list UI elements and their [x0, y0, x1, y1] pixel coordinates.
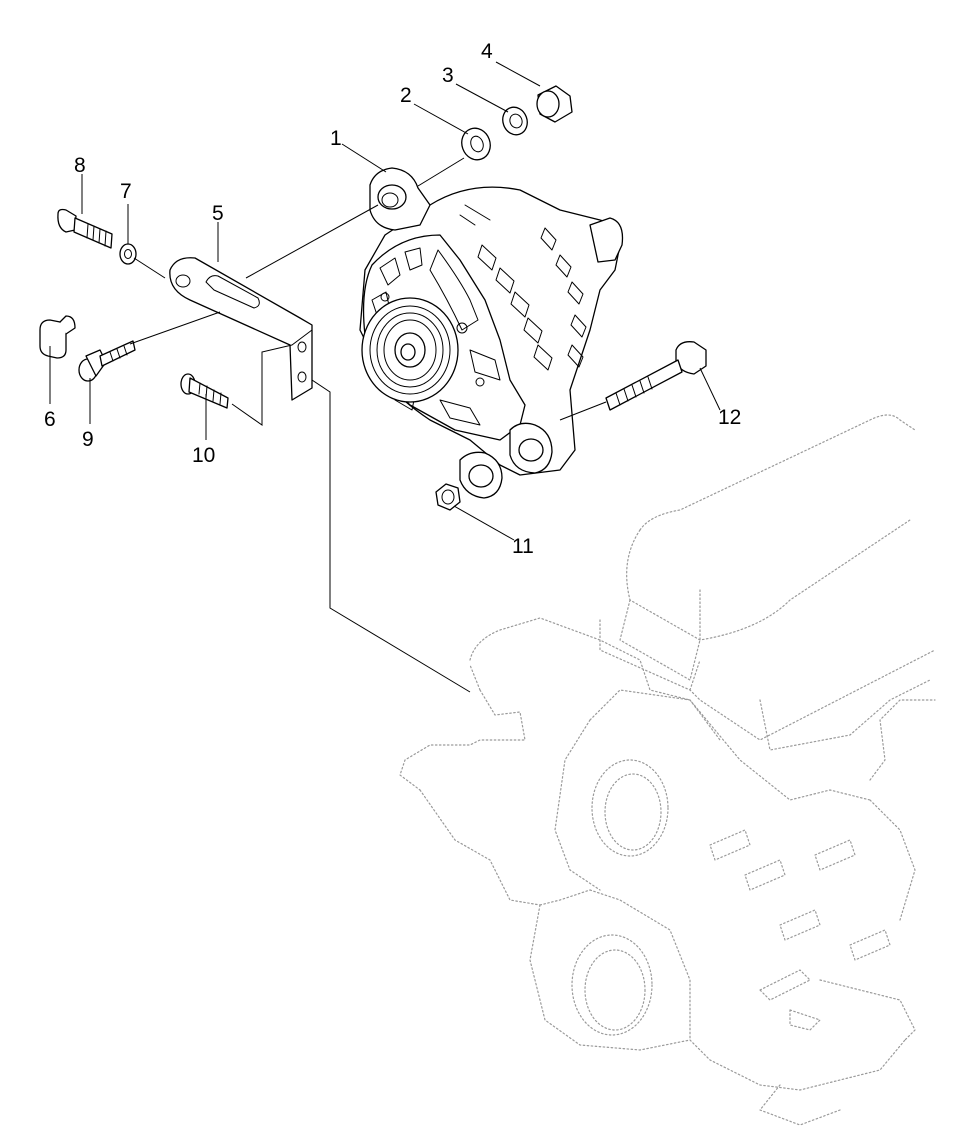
assembly-lines [129, 157, 607, 693]
callout-labels: 1 2 3 4 5 6 7 8 9 10 11 12 [44, 40, 741, 558]
callout-1: 1 [330, 127, 342, 150]
nut-part [536, 85, 573, 123]
callout-4: 4 [481, 40, 493, 63]
callout-2: 2 [400, 84, 412, 107]
bolt-part [57, 208, 113, 249]
callout-11: 11 [512, 535, 534, 558]
long-bolt-part [605, 341, 707, 411]
flange-bolt-part-10 [180, 373, 229, 409]
callout-12: 12 [718, 406, 741, 429]
callout-8: 8 [74, 154, 86, 177]
flange-bolt-part-9 [78, 340, 136, 382]
callout-9: 9 [82, 428, 94, 451]
alternator-body [359, 167, 624, 499]
spring-washer-part [502, 106, 528, 136]
terminal-cap-part [39, 315, 76, 359]
engine-block-outline [399, 414, 936, 1126]
callout-leaders [49, 61, 721, 541]
alternator-pulley [361, 297, 459, 403]
callout-10: 10 [192, 444, 215, 467]
adjusting-bracket-part [169, 257, 313, 401]
washer-part [119, 243, 137, 265]
callout-7: 7 [120, 180, 132, 203]
flat-washer-part [461, 127, 491, 161]
callout-5: 5 [212, 202, 224, 225]
callout-3: 3 [442, 64, 454, 87]
callout-6: 6 [44, 408, 56, 431]
flange-nut-part [435, 483, 461, 511]
